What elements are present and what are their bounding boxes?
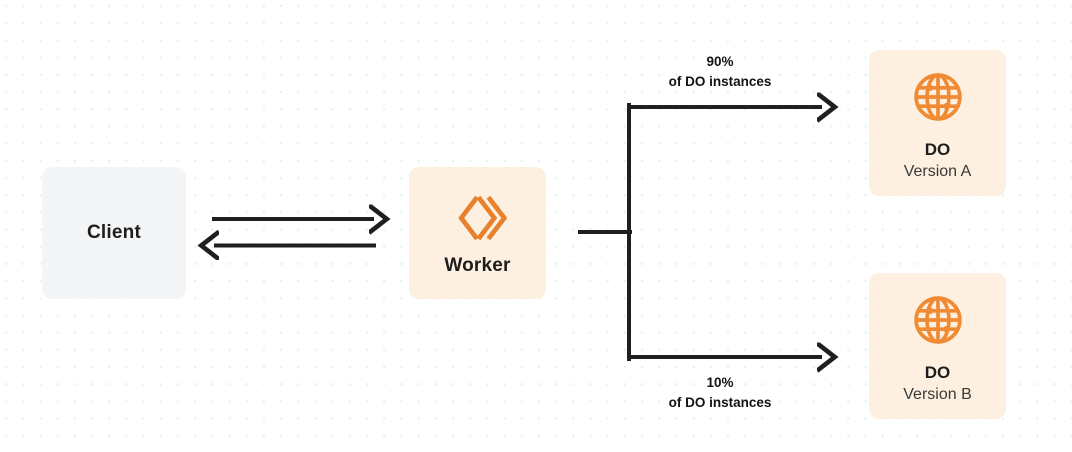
edge-label-bottom: 10% of DO instances xyxy=(609,373,831,412)
node-do-version-a[interactable]: DO Version A xyxy=(869,50,1006,196)
do-a-subtitle: Version A xyxy=(903,163,972,181)
edge-label-top: 90% of DO instances xyxy=(609,52,831,91)
node-client[interactable]: Client xyxy=(42,167,186,299)
node-do-version-b[interactable]: DO Version B xyxy=(869,273,1006,419)
edge-label-bottom-percent: 10% xyxy=(706,375,734,390)
edge-label-top-percent: 90% xyxy=(706,54,734,69)
client-label: Client xyxy=(87,222,141,243)
edge-label-bottom-caption: of DO instances xyxy=(668,394,772,410)
globe-icon xyxy=(910,69,966,125)
globe-icon xyxy=(910,292,966,348)
do-a-title: DO xyxy=(924,139,951,159)
do-b-subtitle: Version B xyxy=(903,386,972,404)
node-worker[interactable]: Worker xyxy=(409,167,546,299)
cloudflare-workers-icon xyxy=(449,189,507,247)
edge-label-top-caption: of DO instances xyxy=(668,73,772,89)
worker-label: Worker xyxy=(444,255,511,276)
do-b-title: DO xyxy=(924,362,951,382)
